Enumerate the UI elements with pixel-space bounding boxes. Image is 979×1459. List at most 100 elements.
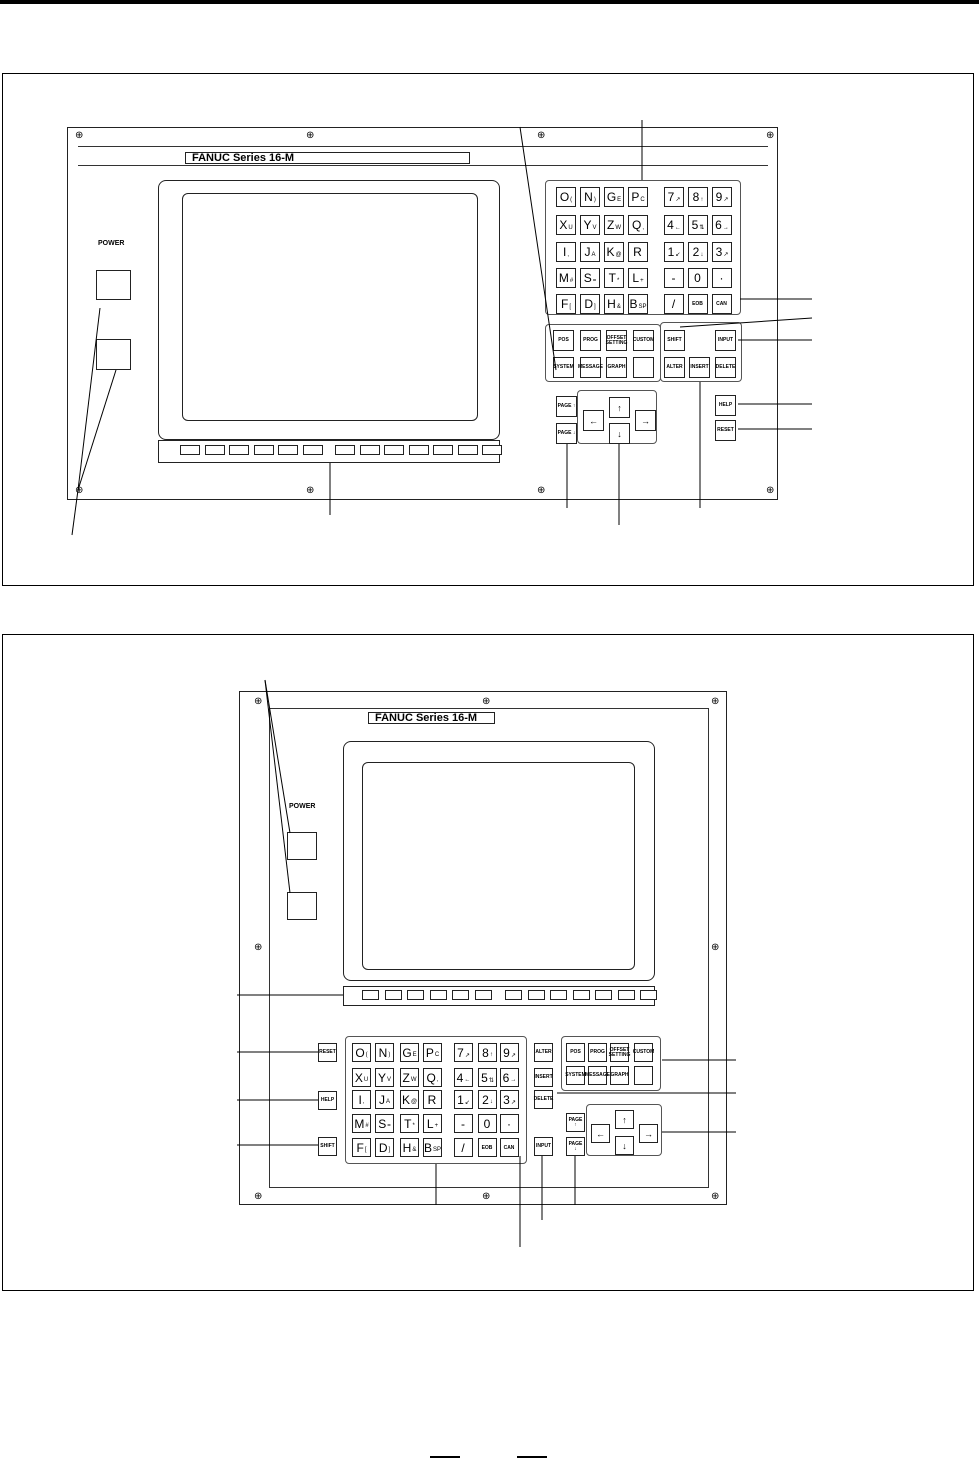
page-down-key[interactable]: PAGE ↓ <box>566 1137 585 1156</box>
key-f[interactable]: F[ <box>556 294 576 314</box>
input-key[interactable]: INPUT <box>534 1137 553 1156</box>
page-up-key[interactable]: PAGE ↑ <box>566 1113 585 1132</box>
key-r[interactable]: R <box>423 1090 442 1109</box>
key-r[interactable]: R <box>628 242 648 262</box>
soft-key[interactable] <box>482 445 502 455</box>
delete-key[interactable]: DELETE <box>715 357 736 378</box>
soft-key[interactable] <box>407 990 424 1000</box>
soft-key[interactable] <box>384 990 402 1000</box>
key-s[interactable]: S= <box>580 268 600 288</box>
soft-key[interactable] <box>335 445 355 455</box>
key-numeric[interactable]: / <box>454 1138 473 1157</box>
key-numeric[interactable]: 9↗ <box>712 187 732 207</box>
function-key[interactable]: POS <box>566 1043 585 1062</box>
soft-key[interactable] <box>640 990 657 1000</box>
key-numeric[interactable]: 7↗ <box>664 187 684 207</box>
key-n[interactable]: N) <box>580 187 600 207</box>
key-s[interactable]: S= <box>375 1114 394 1133</box>
key-h[interactable]: H& <box>400 1138 419 1157</box>
key-m[interactable]: M# <box>352 1114 371 1133</box>
key-numeric[interactable]: - <box>664 268 684 288</box>
key-numeric[interactable]: 5⇅ <box>688 215 708 235</box>
key-m[interactable]: M# <box>556 268 576 288</box>
delete-key[interactable]: DELETE <box>534 1090 553 1109</box>
key-t[interactable]: T* <box>604 268 624 288</box>
help-key[interactable]: HELP <box>715 395 736 416</box>
key-numeric[interactable]: 6→ <box>712 215 732 235</box>
alter-key[interactable]: ALTER <box>534 1043 553 1062</box>
key-numeric[interactable]: 2↓ <box>688 242 708 262</box>
soft-key[interactable] <box>595 990 612 1000</box>
function-key[interactable]: MESSAGE <box>585 1066 610 1085</box>
key-numeric[interactable]: - <box>454 1114 473 1133</box>
key-numeric[interactable]: 8↑ <box>688 187 708 207</box>
soft-key[interactable] <box>180 445 200 455</box>
key-numeric[interactable]: 0 <box>688 268 708 288</box>
key-n[interactable]: N) <box>375 1043 394 1062</box>
function-key[interactable]: PROG <box>580 330 601 351</box>
key-q[interactable]: Q, <box>423 1068 442 1087</box>
function-key[interactable]: OFFSET SETTING <box>606 330 627 351</box>
key-numeric[interactable]: 9↗ <box>500 1043 519 1062</box>
key-numeric[interactable]: 4← <box>454 1068 473 1087</box>
soft-key[interactable] <box>550 990 567 1000</box>
cursor-up-key[interactable]: ↑ <box>615 1110 634 1129</box>
insert-key[interactable]: INSERT <box>534 1068 553 1087</box>
key-numeric[interactable]: 2↓ <box>478 1090 497 1109</box>
key-numeric[interactable]: EOB <box>688 294 708 314</box>
cursor-down-key[interactable]: ↓ <box>609 423 630 444</box>
soft-key[interactable] <box>253 445 274 455</box>
function-key[interactable]: GRAPH <box>606 357 627 378</box>
key-numeric[interactable]: · <box>712 268 732 288</box>
soft-key[interactable] <box>302 445 323 455</box>
function-key[interactable]: CUSTOM <box>633 330 654 351</box>
key-o[interactable]: O( <box>352 1043 371 1062</box>
key-numeric[interactable]: 6→ <box>500 1068 519 1087</box>
power-off-button[interactable] <box>96 339 131 370</box>
key-numeric[interactable]: 8↑ <box>478 1043 497 1062</box>
page-up-key[interactable]: PAGE ↑ <box>556 396 577 417</box>
soft-key[interactable] <box>362 990 379 1000</box>
key-numeric[interactable]: CAN <box>712 294 732 314</box>
reset-key[interactable]: RESET <box>318 1043 337 1062</box>
key-numeric[interactable]: 3↗ <box>712 242 732 262</box>
key-t[interactable]: T* <box>400 1114 419 1133</box>
function-key[interactable] <box>633 357 654 378</box>
key-d[interactable]: D] <box>580 294 600 314</box>
function-key[interactable] <box>634 1066 653 1085</box>
key-i[interactable]: I, <box>352 1090 371 1109</box>
function-key[interactable]: MESSAGE <box>578 357 603 378</box>
soft-key[interactable] <box>617 990 635 1000</box>
function-key[interactable]: SYSTEM <box>553 357 574 378</box>
soft-key[interactable] <box>452 990 469 1000</box>
function-key[interactable]: SYSTEM <box>565 1066 586 1085</box>
soft-key[interactable] <box>505 990 522 1000</box>
shift-key[interactable]: SHIFT <box>318 1137 337 1156</box>
function-key[interactable]: CUSTOM <box>633 1043 654 1062</box>
key-numeric[interactable]: 5⇅ <box>478 1068 497 1087</box>
soft-key[interactable] <box>457 445 478 455</box>
key-numeric[interactable]: / <box>664 294 684 314</box>
key-numeric[interactable]: 7↗ <box>454 1043 473 1062</box>
key-f[interactable]: F[ <box>352 1138 371 1157</box>
key-numeric[interactable]: 1↙ <box>664 242 684 262</box>
power-on-button[interactable] <box>287 832 317 860</box>
soft-key[interactable] <box>408 445 429 455</box>
reset-key[interactable]: RESET <box>715 420 736 441</box>
key-i[interactable]: I, <box>556 242 576 262</box>
key-numeric[interactable]: 3↗ <box>500 1090 519 1109</box>
cursor-left-key[interactable]: ← <box>591 1124 610 1143</box>
shift-key[interactable]: SHIFT <box>664 330 685 351</box>
soft-key[interactable] <box>433 445 453 455</box>
function-key[interactable]: POS <box>553 330 574 351</box>
